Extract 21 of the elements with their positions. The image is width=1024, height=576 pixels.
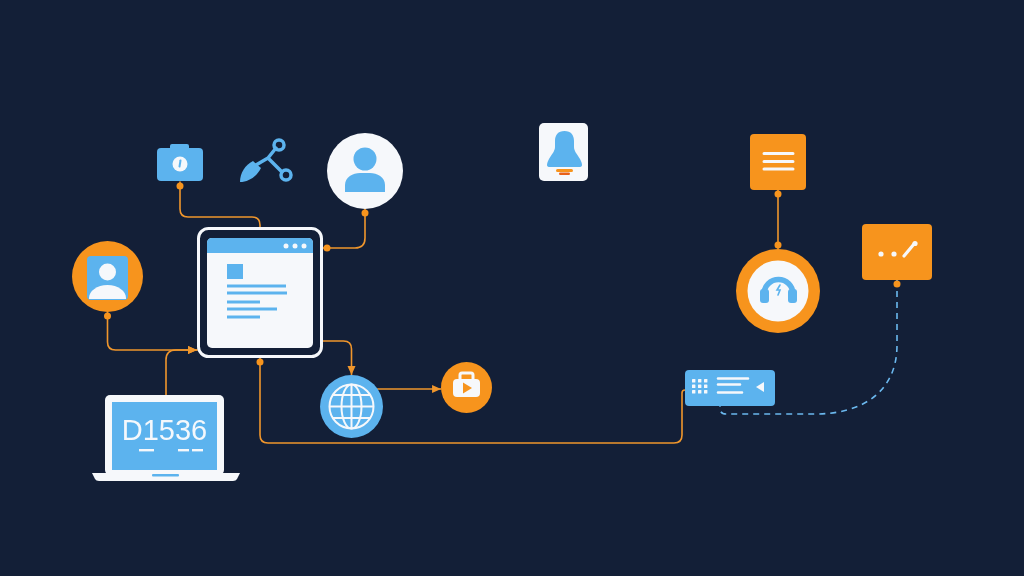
briefcase-play-icon xyxy=(441,362,492,413)
garden-tool-icon xyxy=(237,137,293,183)
ellipsis-check-icon xyxy=(862,224,932,280)
list-panel-icon xyxy=(685,370,775,406)
menu-icon xyxy=(750,134,806,190)
arrow xyxy=(376,385,442,393)
globe-icon xyxy=(320,375,383,438)
headphones-icon xyxy=(736,249,820,333)
arrow xyxy=(165,346,198,396)
person-icon xyxy=(327,133,403,209)
bell-icon xyxy=(539,123,588,181)
connector-line xyxy=(774,189,782,250)
screen-text: D1536 xyxy=(121,415,208,445)
browser-window xyxy=(197,227,323,358)
connector-line xyxy=(256,357,686,444)
camera-icon xyxy=(156,143,204,182)
arrow xyxy=(322,340,356,376)
connector-line xyxy=(322,208,369,252)
laptop-illustration xyxy=(92,395,240,482)
user-avatar-icon xyxy=(72,241,143,312)
dashed-connector-line xyxy=(719,279,901,415)
